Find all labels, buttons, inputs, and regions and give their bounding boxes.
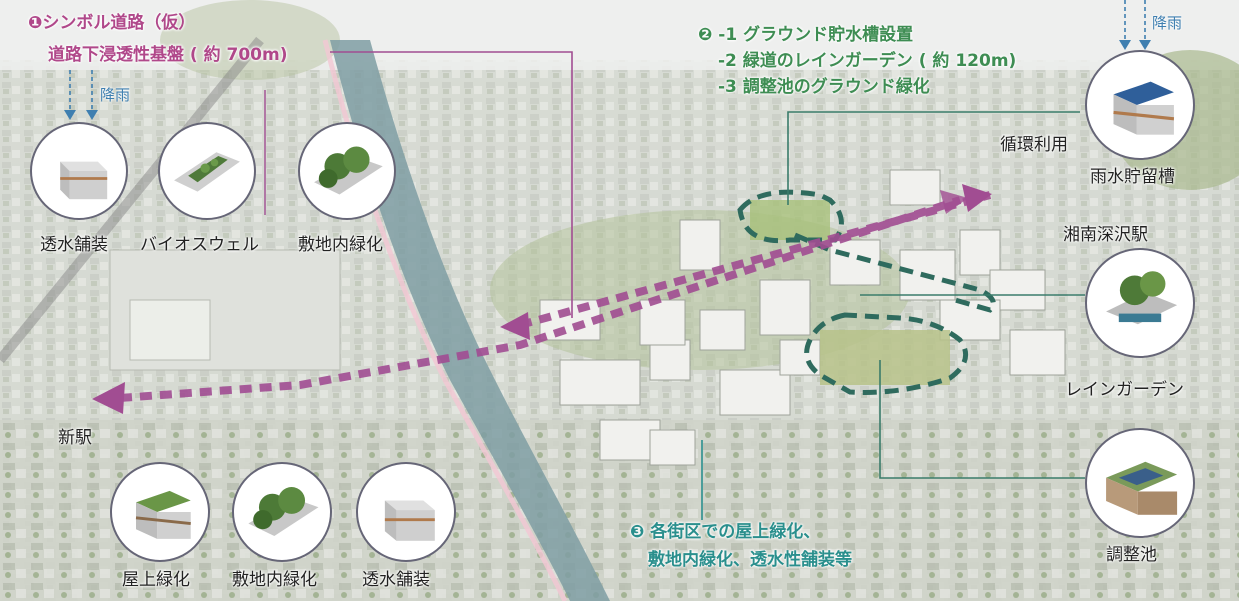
annotation-2-line-1: ❷ -1 グラウンド貯水槽設置 (698, 25, 914, 45)
label-station: 湘南深沢駅 (1063, 225, 1148, 245)
label-roof-greening: 屋上緑化 (122, 570, 190, 590)
label-onsite-greening: 敷地内緑化 (298, 235, 383, 255)
label-permeable-paving: 透水舗装 (40, 235, 108, 255)
label-new-station: 新駅 (58, 428, 92, 448)
label-onsite-greening-bottom: 敷地内緑化 (232, 570, 317, 590)
label-circulation: 循環利用 (1000, 135, 1068, 155)
annotation-1-detail: 道路下浸透性基盤 ( 約 700m) (48, 45, 288, 65)
permeable-paving-icon (30, 122, 128, 220)
rainfall-label-right: 降雨 (1152, 14, 1183, 32)
permeable-paving-bottom-icon (356, 462, 456, 562)
label-retention-pond: 調整池 (1106, 545, 1157, 565)
annotation-2-line-2: -2 緑道のレインガーデン ( 約 120m) (718, 51, 1017, 71)
label-bioswale: バイオスウェル (140, 235, 259, 255)
annotation-2-line-3: -3 調整池のグラウンド緑化 (718, 77, 930, 97)
roof-greening-icon (110, 462, 210, 562)
rainfall-label-left: 降雨 (100, 86, 131, 104)
label-permeable-paving-bottom: 透水舗装 (362, 570, 430, 590)
label-rain-tank: 雨水貯留槽 (1090, 167, 1175, 187)
annotation-1-title: ❶シンボル道路（仮） (28, 13, 196, 33)
label-rain-garden: レインガーデン (1065, 380, 1184, 400)
retention-pond-icon (1085, 428, 1195, 538)
onsite-greening-icon (298, 122, 396, 220)
annotation-3-line-2: 敷地内緑化、透水性舗装等 (648, 550, 852, 570)
onsite-greening-bottom-icon (232, 462, 332, 562)
rain-tank-icon (1085, 50, 1195, 160)
annotation-3-line-1: ❸ 各街区での屋上緑化、 (630, 522, 821, 542)
bioswale-icon (158, 122, 256, 220)
rain-garden-icon (1085, 248, 1195, 358)
